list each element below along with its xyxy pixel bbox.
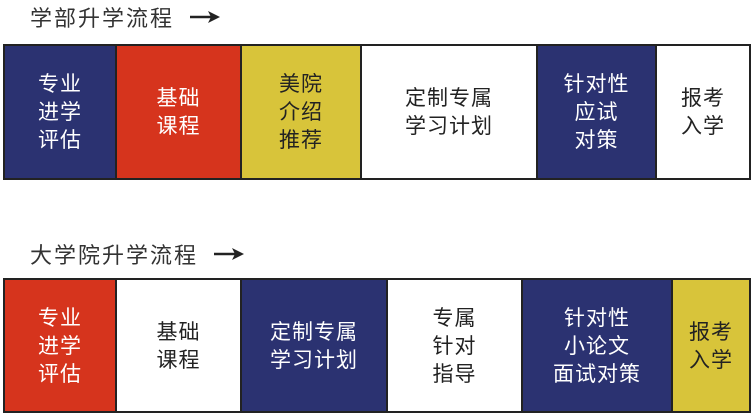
graduate-flow: 专业 进学 评估 基础 课程 定制专属 学习计划 专属 针对 指导 针对性 小论…	[3, 278, 751, 413]
arrow-right-icon	[190, 10, 221, 24]
undergrad-step-6-label: 报考 入学	[681, 86, 725, 138]
undergrad-step-5: 针对性 应试 对策	[538, 46, 657, 178]
graduate-title: 大学院升学流程	[30, 238, 245, 270]
graduate-step-2-label: 基础 课程	[156, 319, 201, 372]
graduate-title-text: 大学院升学流程	[30, 244, 199, 269]
undergrad-step-3-label: 美院 介绍 推荐	[279, 72, 323, 152]
graduate-step-4-label: 专属 针对 指导	[432, 305, 477, 386]
graduate-step-5-label: 针对性 小论文 面试对策	[553, 305, 641, 386]
undergrad-step-6: 报考 入学	[657, 46, 749, 178]
undergrad-step-4: 定制专属 学习计划	[362, 46, 538, 178]
graduate-step-4: 专属 针对 指导	[388, 280, 523, 411]
graduate-step-1-label: 专业 进学 评估	[38, 305, 82, 386]
undergrad-step-1: 专业 进学 评估	[5, 46, 117, 178]
undergrad-title: 学部升学流程	[30, 2, 221, 32]
graduate-step-6: 报考 入学	[673, 280, 749, 411]
graduate-step-5: 针对性 小论文 面试对策	[523, 280, 673, 411]
arrow-right-icon	[214, 247, 245, 261]
undergrad-title-text: 学部升学流程	[30, 7, 175, 32]
undergrad-step-4-label: 定制专属 学习计划	[405, 86, 493, 138]
graduate-step-3: 定制专属 学习计划	[242, 280, 388, 411]
undergrad-step-2: 基础 课程	[117, 46, 242, 178]
graduate-step-3-label: 定制专属 学习计划	[270, 319, 358, 372]
undergrad-flow: 专业 进学 评估 基础 课程 美院 介绍 推荐 定制专属 学习计划 针对性 应试…	[3, 44, 751, 180]
undergrad-step-1-label: 专业 进学 评估	[38, 72, 82, 152]
graduate-step-1: 专业 进学 评估	[5, 280, 117, 411]
undergrad-step-5-label: 针对性 应试 对策	[563, 72, 630, 152]
graduate-step-6-label: 报考 入学	[689, 319, 733, 372]
undergrad-step-3: 美院 介绍 推荐	[242, 46, 362, 178]
undergrad-step-2-label: 基础 课程	[156, 86, 201, 138]
graduate-step-2: 基础 课程	[117, 280, 242, 411]
